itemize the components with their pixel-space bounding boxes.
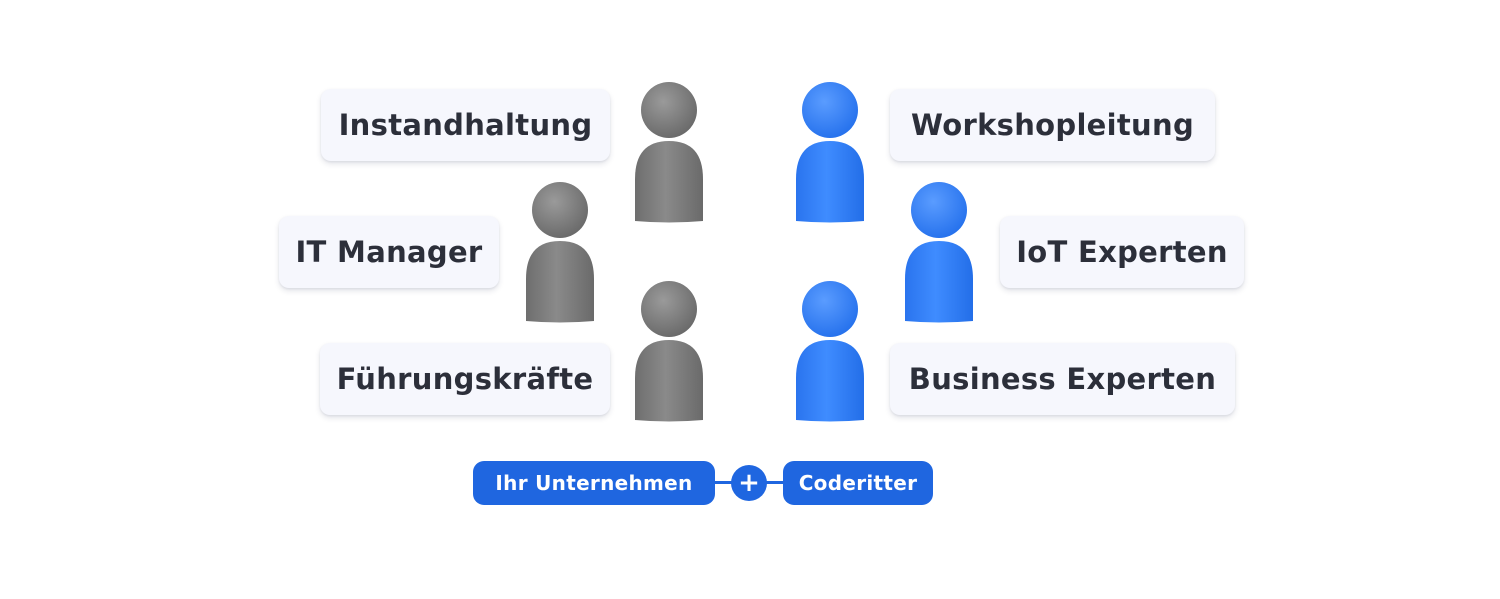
role-label-it-manager: IT Manager [279,216,499,288]
connector-line-left [712,481,736,484]
role-label-iot-experten: IoT Experten [1000,216,1244,288]
person-gray-icon [521,181,599,323]
role-label-business-experten: Business Experten [890,343,1235,415]
role-label-fuehrungskraefte: Führungskräfte [320,343,610,415]
person-blue-icon [791,81,869,223]
person-gray-icon [630,81,708,223]
partner-pill-company: Ihr Unternehmen [473,461,715,505]
role-label-workshopleitung: Workshopleitung [890,89,1215,161]
partner-pill-coderitter: Coderitter [783,461,933,505]
connector-line-right [762,481,788,484]
role-label-instandhaltung: Instandhaltung [321,89,610,161]
plus-icon: + [731,465,767,501]
person-gray-icon [630,280,708,422]
person-blue-icon [900,181,978,323]
person-blue-icon [791,280,869,422]
